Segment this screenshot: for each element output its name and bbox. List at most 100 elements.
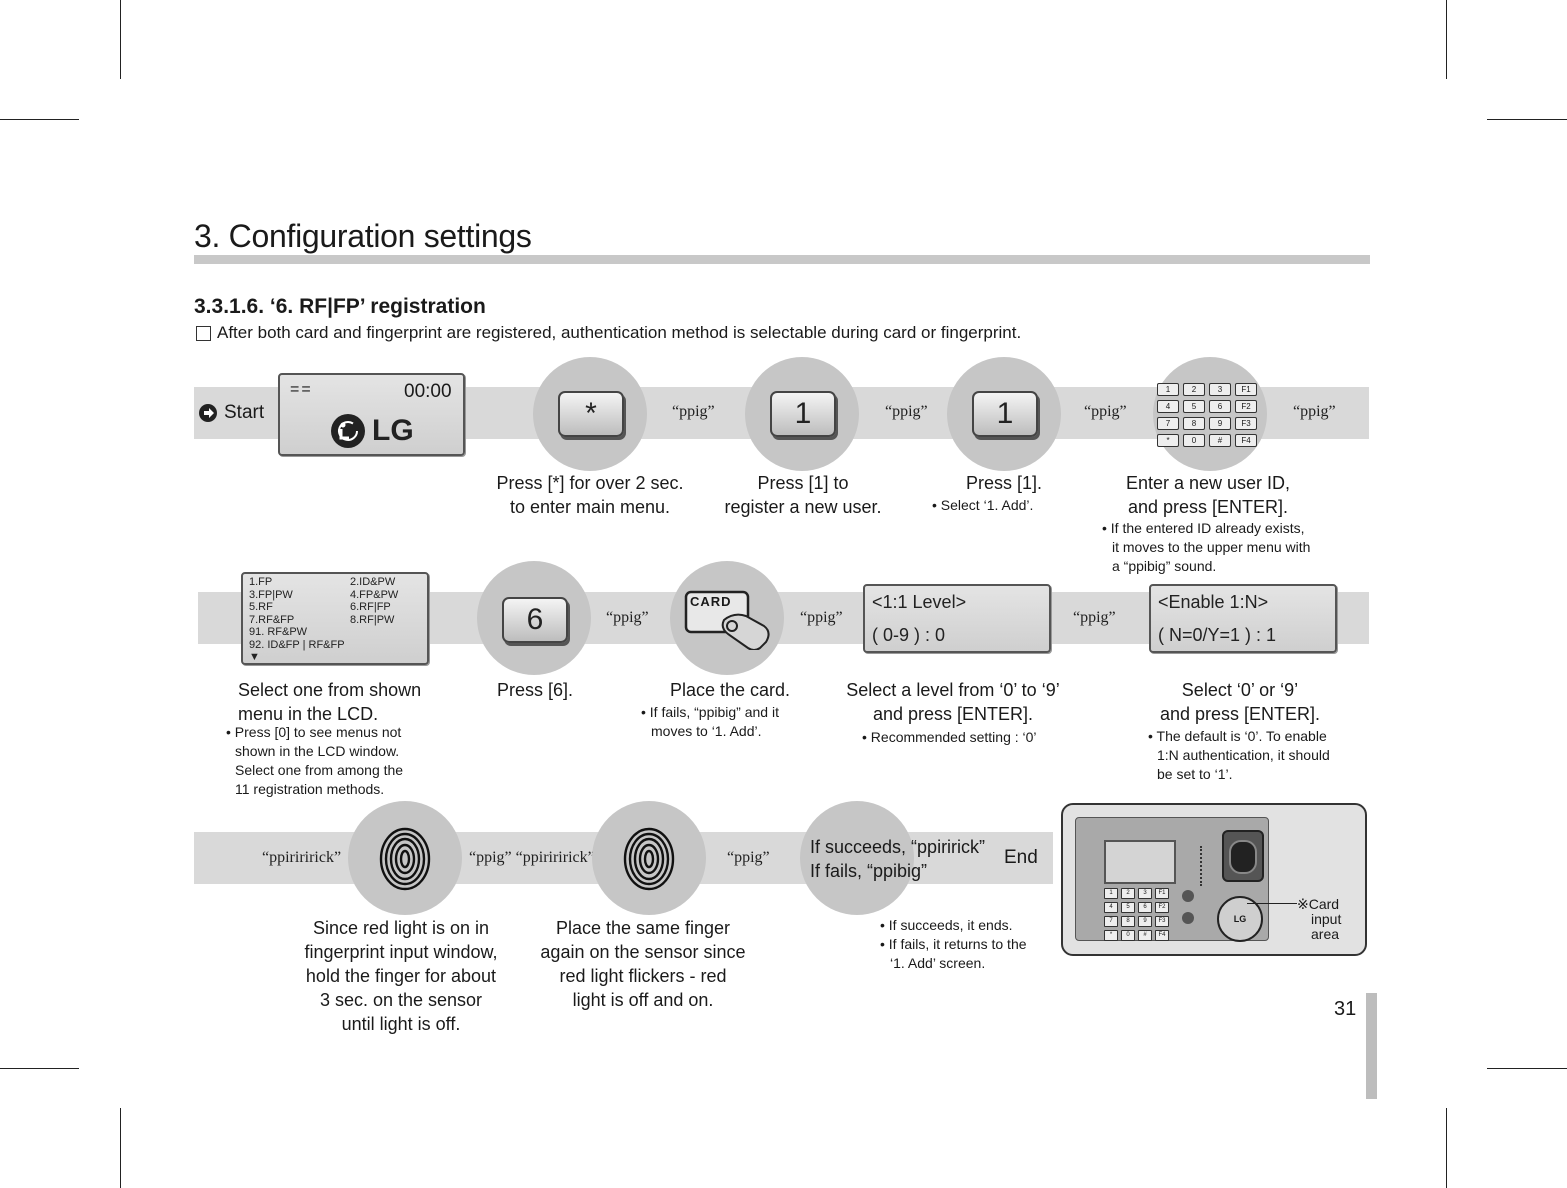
keypad-key[interactable]: 0: [1183, 434, 1205, 447]
arrow-circle-icon: [199, 404, 217, 422]
caption-line: until light is off.: [341, 1014, 461, 1034]
description-text: After both card and fingerprint are regi…: [217, 323, 1022, 342]
caption-line: Place the same finger: [555, 918, 731, 938]
keypad-key[interactable]: *: [1157, 434, 1179, 447]
menu-item[interactable]: 2.ID&PW: [350, 576, 396, 588]
enable-lcd-screen: <Enable 1:N> ( N=0/Y=1 ) : 1: [1149, 584, 1337, 653]
note-card: • If fails, “ppibig” and it moves to ‘1.…: [641, 703, 779, 741]
caption-menu: Select one from shown menu in the LCD.: [238, 678, 421, 726]
caption-one: Press [1] to register a new user.: [700, 471, 906, 519]
keypad-key[interactable]: F4: [1235, 434, 1257, 447]
caption-line: light is off and on.: [572, 990, 714, 1010]
note-line: a “ppibig” sound.: [1112, 558, 1217, 574]
caption-line: again on the sensor since: [540, 942, 746, 962]
menu-item[interactable]: 92. ID&FP | RF&FP: [249, 638, 345, 651]
device-key: 6: [1138, 902, 1152, 913]
sound-label: “ppig”: [1073, 609, 1116, 626]
device-key: 1: [1104, 888, 1118, 899]
fingerprint-icon: [379, 827, 431, 891]
caption-line: Select one from shown: [238, 680, 422, 700]
caption-line: red light flickers - red: [559, 966, 727, 986]
menu-item[interactable]: 6.RF|FP: [350, 601, 391, 613]
idle-lcd-screen: == 00:00 LG: [278, 373, 465, 456]
sound-label: “ppig”: [1084, 403, 1127, 420]
result-line: If succeeds, “ppiririck”: [810, 837, 986, 857]
device-round-button: [1182, 912, 1194, 924]
keypad-key[interactable]: 9: [1209, 417, 1231, 430]
star-key[interactable]: *: [558, 391, 624, 437]
note-line: • The default is ‘0’. To enable: [1148, 728, 1327, 744]
crop-mark: [1446, 0, 1447, 79]
device-lcd: [1104, 840, 1176, 884]
note-line: • If fails, “ppibig” and it: [641, 704, 779, 720]
lcd-line: ( 0-9 ) : 0: [872, 625, 946, 645]
caption-line: Press [*] for over 2 sec.: [496, 473, 684, 493]
keypad-key[interactable]: 4: [1157, 400, 1179, 413]
caption-line: Since red light is on in: [312, 918, 490, 938]
keypad-key[interactable]: #: [1209, 434, 1231, 447]
note-line: • If the entered ID already exists,: [1102, 520, 1305, 536]
menu-item[interactable]: 8.RF|PW: [350, 613, 395, 626]
keypad-key[interactable]: 6: [1209, 400, 1231, 413]
result-line: If fails, “ppibig”: [810, 861, 928, 881]
device-key: F4: [1155, 930, 1169, 941]
callout-line-text: input: [1311, 911, 1342, 927]
card-input-callout: ※Card input area: [1297, 897, 1341, 942]
one-key[interactable]: 1: [972, 391, 1038, 437]
crop-mark: [1487, 1068, 1567, 1069]
menu-col-right: 2.ID&PW 4.FP&PW 6.RF|FP 8.RF|PW: [350, 576, 398, 626]
menu-item[interactable]: 91. RF&PW: [249, 626, 308, 638]
keypad-key[interactable]: 8: [1183, 417, 1205, 430]
one-key[interactable]: 1: [770, 391, 836, 437]
caption-finger-1: Since red light is on in fingerprint inp…: [286, 916, 516, 1036]
note-line: shown in the LCD window.: [235, 743, 400, 759]
caption-level: Select a level from ‘0’ to ‘9’ and press…: [830, 678, 1076, 726]
card-reader-area: LG: [1217, 896, 1263, 942]
six-key[interactable]: 6: [502, 597, 568, 643]
sound-label: “ppig”: [672, 403, 715, 420]
caption-line: and press [ENTER].: [1159, 704, 1321, 724]
menu-item[interactable]: 7.RF&FP: [249, 613, 295, 626]
keypad-key[interactable]: F2: [1235, 400, 1257, 413]
page-title: 3. Configuration settings: [194, 218, 532, 254]
menu-item[interactable]: 3.FP|PW: [249, 588, 293, 601]
note-line: 1:N authentication, it should: [1157, 747, 1330, 763]
caption-enable: Select ‘0’ or ‘9’ and press [ENTER].: [1140, 678, 1340, 726]
callout-line-text: ※Card: [1297, 896, 1340, 912]
caption-keypad: Enter a new user ID, and press [ENTER].: [1098, 471, 1318, 519]
note-result: • If succeeds, it ends. • If fails, it r…: [880, 916, 1027, 973]
caption-line: Select a level from ‘0’ to ‘9’: [846, 680, 1060, 700]
keypad-key[interactable]: 1: [1157, 383, 1179, 396]
fingerprint-icon: [623, 827, 675, 891]
sound-label: “ppig”: [727, 849, 770, 866]
caption-line: menu in the LCD.: [238, 704, 379, 724]
sound-label: “ppiriririck”: [262, 849, 342, 866]
device-status-leds: [1200, 846, 1208, 886]
keypad-key[interactable]: F1: [1235, 383, 1257, 396]
caption-line: and press [ENTER].: [1127, 497, 1289, 517]
keypad-key[interactable]: 2: [1183, 383, 1205, 396]
keypad-key[interactable]: 7: [1157, 417, 1179, 430]
caption-card: Place the card.: [669, 680, 791, 700]
caption-line: and press [ENTER].: [872, 704, 1034, 724]
menu-item[interactable]: 5.RF: [249, 601, 273, 613]
note-line: 11 registration methods.: [235, 781, 385, 797]
caption-one-b: Press [1].: [965, 473, 1043, 493]
caption-line: to enter main menu.: [509, 497, 671, 517]
step-circle-finger-2: [592, 801, 706, 915]
keypad-key[interactable]: 5: [1183, 400, 1205, 413]
menu-item[interactable]: 1.FP: [249, 576, 273, 588]
menu-item[interactable]: 4.FP&PW: [350, 588, 399, 601]
card-label: CARD: [690, 594, 732, 609]
caption-line: Press [1] to: [757, 473, 849, 493]
card-icon: [684, 590, 770, 651]
caption-line: register a new user.: [724, 497, 882, 517]
note-line: be set to ‘1’.: [1157, 766, 1233, 782]
keypad-key[interactable]: F3: [1235, 417, 1257, 430]
keypad-key[interactable]: 3: [1209, 383, 1231, 396]
crop-mark: [0, 119, 79, 120]
caption-finger-2: Place the same finger again on the senso…: [526, 916, 760, 1012]
checkbox-icon: [196, 325, 211, 341]
